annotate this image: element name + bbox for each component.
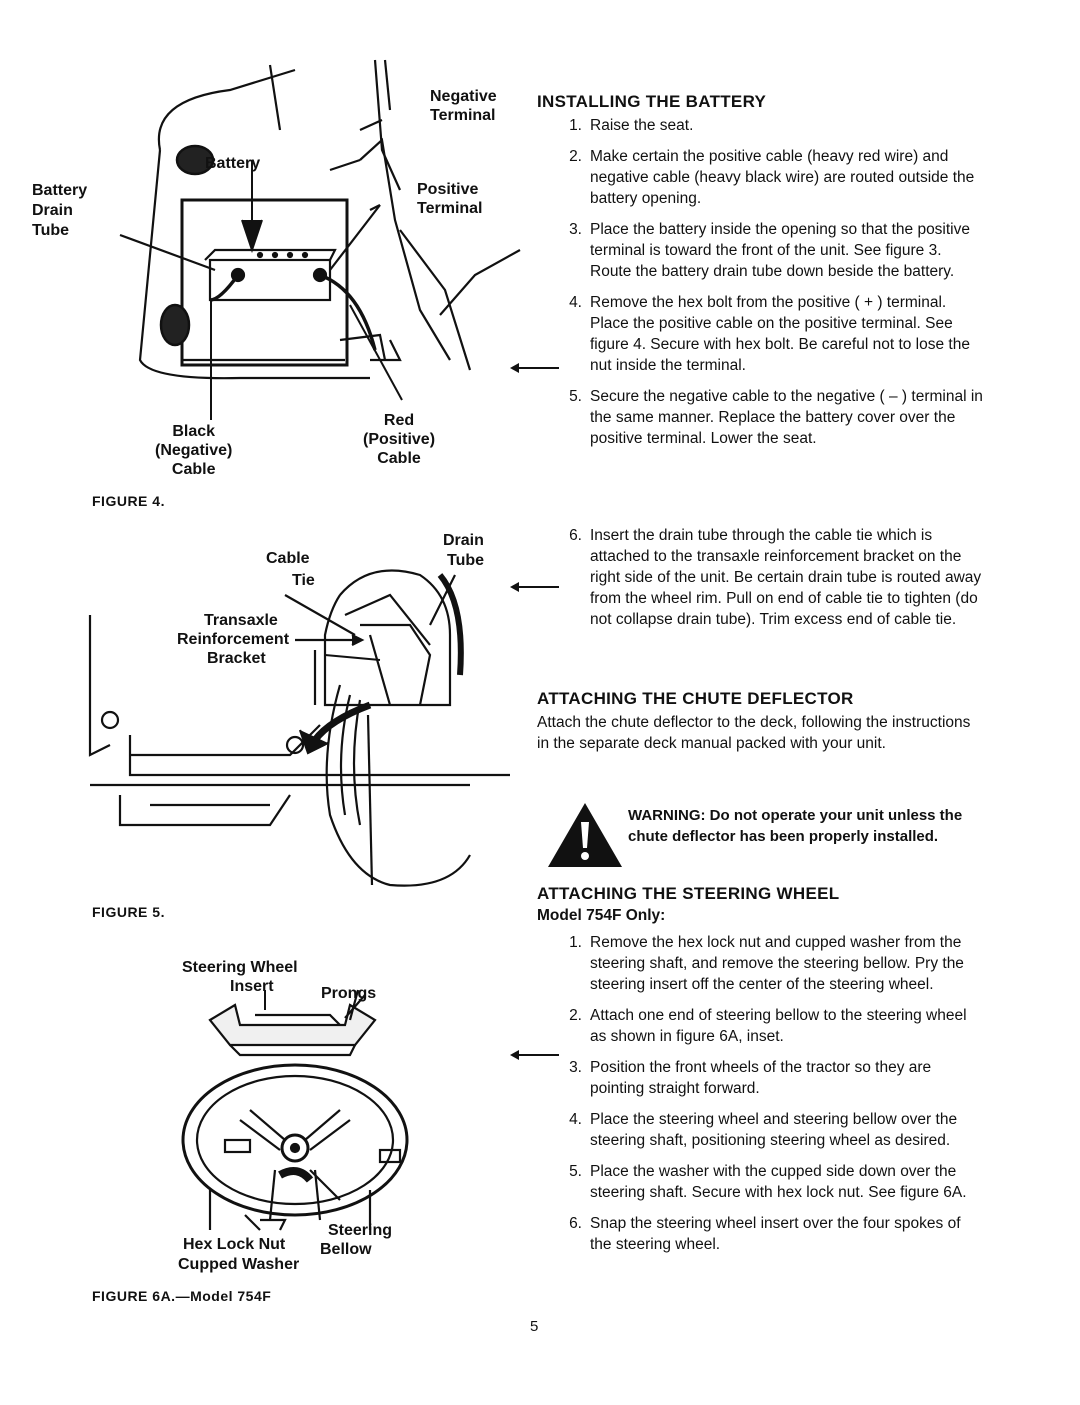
figure-5-drain-tube-illustration xyxy=(88,569,510,887)
label-battery: Battery xyxy=(205,155,261,172)
label-drain-tube: Drain Tube xyxy=(443,531,484,571)
label-line: Cable xyxy=(377,450,421,467)
step-text: Position the front wheels of the tractor… xyxy=(590,1059,932,1097)
label-line: Positive xyxy=(417,181,479,198)
list-item: 6. Insert the drain tube through the cabl… xyxy=(552,525,984,630)
label-line: Steering Wheel xyxy=(182,959,298,976)
installing-battery-steps: 1. Raise the seat. 2. Make certain the pos… xyxy=(552,115,984,459)
heading-attaching-the-steering-wheel: ATTACHING THE STEERING WHEEL xyxy=(537,884,840,903)
list-item: 4. Place the steering wheel and steering … xyxy=(552,1109,984,1151)
warning-text: WARNING: Do not operate your unit unless… xyxy=(628,807,963,845)
list-item: 1. Raise the seat. xyxy=(552,115,984,136)
step-text: Make certain the positive cable (heavy r… xyxy=(590,148,975,207)
label-line: Tie xyxy=(292,572,315,589)
margin-arrow-step-4 xyxy=(510,363,559,373)
step-number: 1. xyxy=(569,934,582,951)
figure-4-caption: FIGURE 4. xyxy=(92,493,165,509)
figure-6a-steering-wheel-illustration xyxy=(181,989,409,1231)
list-item: 1. Remove the hex lock nut and cupped was… xyxy=(552,932,984,995)
step-number: 3. xyxy=(569,221,582,238)
label-line: Terminal xyxy=(417,200,483,217)
label-line: Insert xyxy=(230,978,274,995)
label-line: Negative xyxy=(430,88,497,105)
label-negative-terminal: Negative Terminal xyxy=(430,87,497,125)
heading-installing-the-battery: INSTALLING THE BATTERY xyxy=(537,92,767,111)
list-item: 5. Place the washer with the cupped side … xyxy=(552,1161,984,1203)
step-text: Insert the drain tube through the cable … xyxy=(590,527,982,628)
step-text: Remove the hex lock nut and cupped washe… xyxy=(590,934,964,993)
list-item: 2. Make certain the positive cable (heavy… xyxy=(552,146,984,209)
label-steering-bellow: Steering Bellow xyxy=(320,1221,392,1259)
step-text: Attach one end of steering bellow to the… xyxy=(590,1007,967,1045)
step-number: 3. xyxy=(569,1059,582,1076)
label-line: Drain xyxy=(32,202,73,219)
label-cable-tie: Cable Tie xyxy=(266,548,315,592)
step-number: 4. xyxy=(569,1111,582,1128)
page-number: 5 xyxy=(530,1318,539,1335)
step-number: 1. xyxy=(569,117,582,134)
label-hex-lock-nut: Hex Lock Nut xyxy=(183,1236,286,1253)
label-line: Black xyxy=(172,423,216,440)
step-number: 2. xyxy=(569,148,582,165)
label-line: Terminal xyxy=(430,107,496,124)
margin-arrow-step-6 xyxy=(510,582,559,592)
step-number: 5. xyxy=(569,388,582,405)
installing-battery-step-6: 6. Insert the drain tube through the cabl… xyxy=(552,525,984,640)
list-item: 6. Snap the steering wheel insert over th… xyxy=(552,1213,984,1255)
figure-4-battery-illustration xyxy=(119,59,521,420)
step-text: Secure the negative cable to the negativ… xyxy=(590,388,983,447)
step-number: 5. xyxy=(569,1163,582,1180)
step-text: Place the steering wheel and steering be… xyxy=(590,1111,958,1149)
label-line: Battery xyxy=(32,182,88,199)
label-line: Red xyxy=(383,412,415,429)
label-cupped-washer: Cupped Washer xyxy=(178,1256,300,1273)
list-item: 5. Secure the negative cable to the negat… xyxy=(552,386,984,449)
steering-wheel-steps: 1. Remove the hex lock nut and cupped was… xyxy=(552,932,984,1265)
figure-6a-caption: FIGURE 6A.—Model 754F xyxy=(92,1288,272,1304)
label-line: Cable xyxy=(171,461,216,478)
step-number: 2. xyxy=(569,1007,582,1024)
label-black-negative-cable: Black (Negative) Cable xyxy=(155,422,232,479)
chute-deflector-text: Attach the chute deflector to the deck, … xyxy=(537,714,971,752)
step-number: 6. xyxy=(569,1215,582,1232)
label-line: Steering xyxy=(328,1222,393,1239)
label-line: Reinforcement xyxy=(177,631,290,648)
step-text: Place the battery inside the opening so … xyxy=(590,221,970,280)
label-battery-drain-tube: Battery Drain Tube xyxy=(32,181,87,241)
label-line: Bracket xyxy=(207,650,266,667)
label-line: Tube xyxy=(447,552,485,569)
step-text: Remove the hex bolt from the positive ( … xyxy=(590,294,970,374)
label-prongs: Prongs xyxy=(321,985,377,1002)
step-number: 4. xyxy=(569,294,582,311)
step-text: Snap the steering wheel insert over the … xyxy=(590,1215,961,1253)
warning-icon xyxy=(548,803,622,867)
list-item: 3. Position the front wheels of the tract… xyxy=(552,1057,984,1099)
label-line: Bellow xyxy=(320,1241,372,1258)
margin-arrow-steering-step-2 xyxy=(510,1050,559,1060)
figure-5-caption: FIGURE 5. xyxy=(92,904,165,920)
step-text: Place the washer with the cupped side do… xyxy=(590,1163,967,1201)
heading-attaching-the-chute-deflector: ATTACHING THE CHUTE DEFLECTOR xyxy=(537,689,854,708)
step-number: 6. xyxy=(569,527,582,544)
step-text: Raise the seat. xyxy=(590,117,694,134)
label-line: Drain xyxy=(443,532,484,549)
list-item: 2. Attach one end of steering bellow to t… xyxy=(552,1005,984,1047)
label-line: Transaxle xyxy=(204,612,278,629)
label-line: (Negative) xyxy=(155,442,233,459)
label-steering-wheel-insert: Steering Wheel Insert xyxy=(182,958,298,996)
list-item: 3. Place the battery inside the opening s… xyxy=(552,219,984,282)
label-positive-terminal: Positive Terminal xyxy=(417,180,483,218)
list-item: 4. Remove the hex bolt from the positive … xyxy=(552,292,984,376)
label-line: (Positive) xyxy=(363,431,436,448)
label-red-positive-cable: Red (Positive) Cable xyxy=(363,411,435,468)
label-transaxle-reinforcement-bracket: Transaxle Reinforcement Bracket xyxy=(177,611,289,668)
label-line: Tube xyxy=(32,222,70,239)
steering-wheel-subtitle: Model 754F Only: xyxy=(537,907,666,924)
label-line: Cable xyxy=(266,550,310,567)
